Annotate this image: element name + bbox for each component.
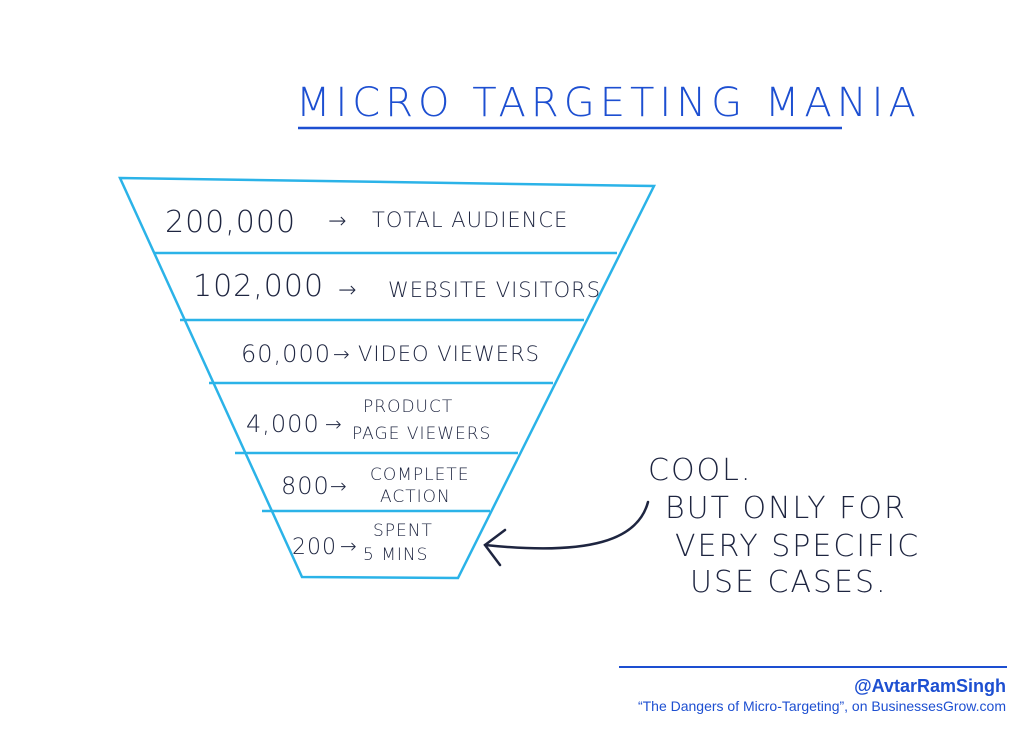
arrow-icon: →	[330, 474, 348, 498]
funnel-stage-3: 60,000 → VIDEO VIEWERS	[241, 340, 540, 368]
source-credit: “The Dangers of Micro-Targeting”, on Bus…	[637, 698, 1006, 714]
funnel-stage-2: 102,000 → WEBSITE VISITORS	[193, 269, 601, 304]
stage-label: PAGE VIEWERS	[352, 424, 491, 444]
stage-label: ACTION	[380, 487, 451, 507]
author-handle: @AvtarRamSingh	[854, 676, 1006, 696]
stage-count: 800	[281, 472, 330, 500]
funnel-stage-6: 200 → SPENT 5 MINS	[292, 521, 433, 565]
stage-label: VIDEO VIEWERS	[358, 342, 540, 366]
stage-count: 102,000	[193, 269, 324, 304]
arrow-icon: →	[328, 209, 347, 234]
stage-label: SPENT	[373, 521, 433, 541]
arrow-icon: →	[340, 534, 358, 558]
stage-count: 4,000	[246, 410, 320, 438]
stage-count: 200	[292, 535, 337, 560]
note-line: VERY SPECIFIC	[675, 529, 920, 564]
funnel-stage-1: 200,000 → TOTAL AUDIENCE	[165, 205, 568, 240]
note-line: USE CASES.	[690, 565, 888, 600]
funnel-outline	[118, 176, 657, 580]
funnel-stage-4: 4,000 → PRODUCT PAGE VIEWERS	[246, 397, 491, 444]
curved-arrow-icon	[483, 500, 650, 567]
arrow-icon: →	[333, 342, 351, 366]
stage-label: COMPLETE	[370, 465, 470, 485]
funnel-stage-5: 800 → COMPLETE ACTION	[281, 465, 470, 507]
stage-count: 60,000	[241, 340, 331, 368]
footer-divider	[619, 666, 1007, 668]
arrow-icon: →	[338, 278, 357, 303]
stage-count: 200,000	[165, 205, 296, 240]
stage-label: 5 MINS	[363, 545, 428, 565]
arrow-icon: →	[325, 412, 343, 436]
diagram-title: MICRO TARGETING MANIA	[296, 80, 921, 126]
stage-label: WEBSITE VISITORS	[388, 278, 601, 302]
note-line: BUT ONLY FOR	[665, 491, 907, 526]
stage-label: TOTAL AUDIENCE	[372, 208, 568, 232]
annotation-note: COOL. BUT ONLY FOR VERY SPECIFIC USE CAS…	[648, 453, 920, 600]
note-line: COOL.	[648, 453, 752, 488]
stage-label: PRODUCT	[363, 397, 453, 417]
